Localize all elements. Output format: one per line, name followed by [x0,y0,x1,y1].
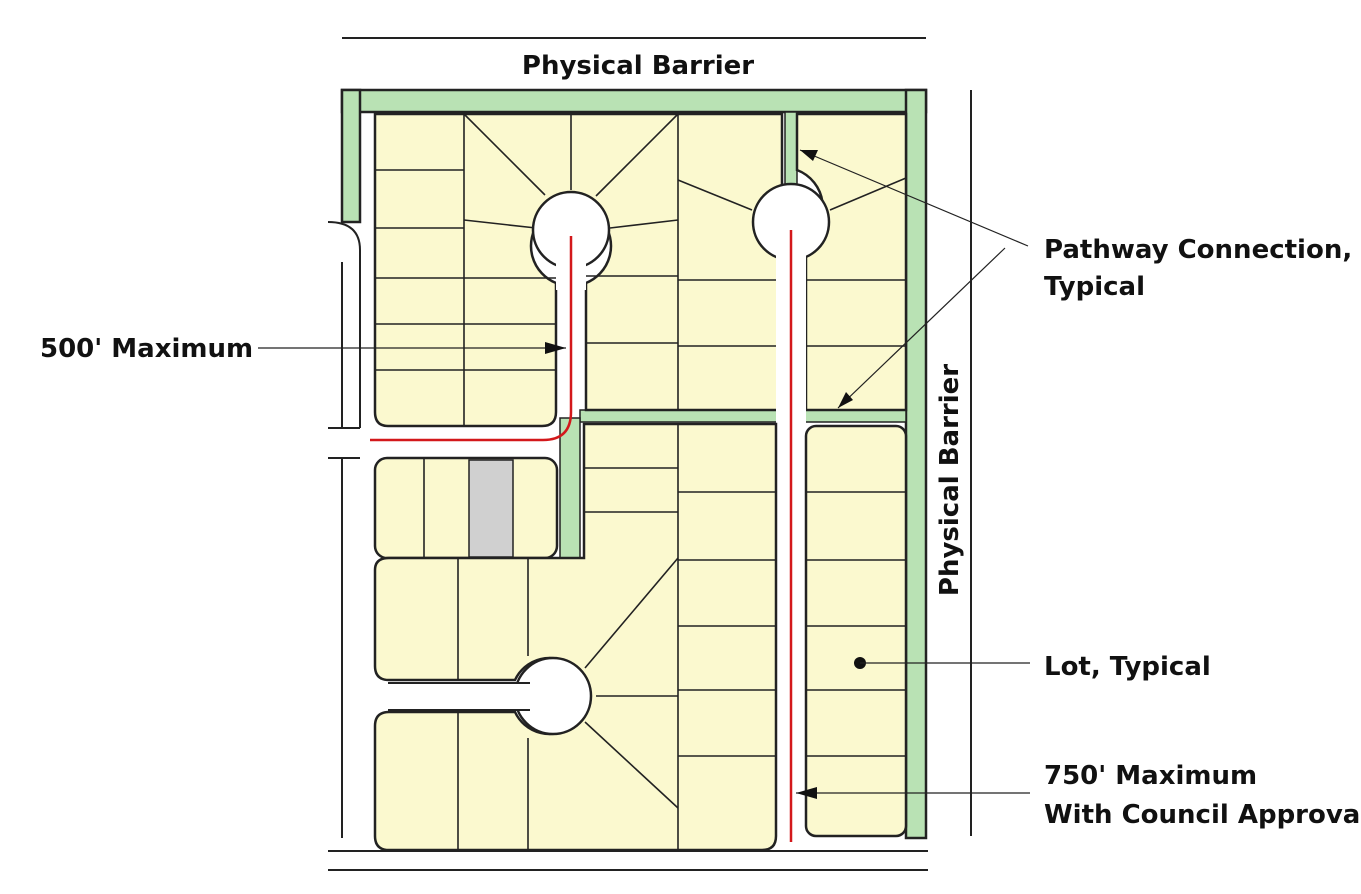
pathway-lot [468,459,514,558]
centerline-500 [370,236,573,442]
leader-pathway-2 [837,247,1006,409]
west-road [327,221,361,428]
block-e [804,424,908,838]
pathway-horizontal [579,409,907,423]
side-barrier-label: Physical Barrier [935,364,965,596]
max750-label-line1: 750' Maximum [1044,761,1257,791]
arrow-750 [796,787,817,799]
block-d [373,422,778,852]
top-barrier-label: Physical Barrier [522,51,754,81]
max750-label-line2: With Council Approval [1044,800,1361,830]
block-c [373,456,559,560]
pathway-label-line1: Pathway Connection, [1044,235,1352,265]
arrow-pathway-2 [838,392,853,408]
arrow-500 [545,342,566,354]
max500-label: 500' Maximum [40,334,253,364]
leader-pathway-1 [799,149,1029,247]
pathway-label-line2: Typical [1044,272,1145,302]
open-space-top [340,88,928,114]
pathway-west [559,417,581,559]
arrow-pathway-1 [800,150,818,161]
lot-label: Lot, Typical [1044,652,1211,682]
open-space-left [340,88,362,224]
